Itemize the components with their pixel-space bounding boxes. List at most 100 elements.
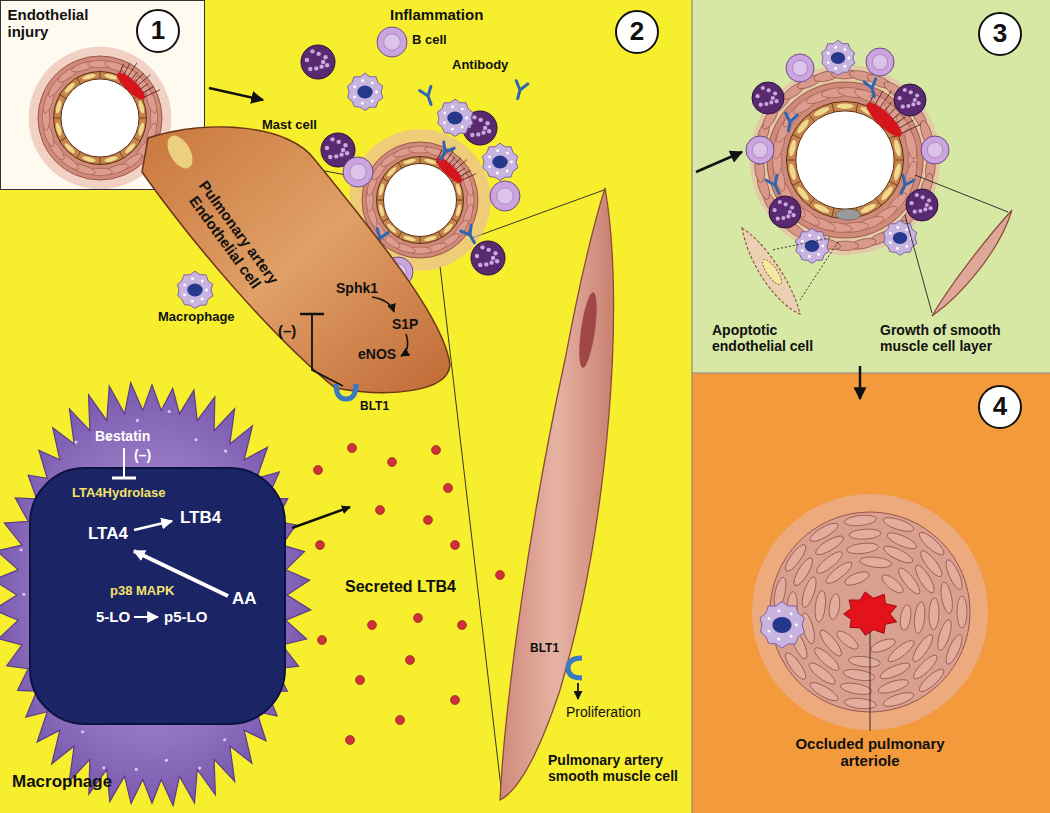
panel-caption: Growth of smooth muscle cell layer xyxy=(880,322,1040,354)
mast-cell xyxy=(475,254,479,258)
macrophage-cell-shape xyxy=(81,730,84,733)
mast-cell xyxy=(903,88,907,92)
ltb4-dots xyxy=(406,656,415,665)
macrophage-cell xyxy=(451,105,454,108)
macrophage-cell-shape xyxy=(224,450,227,453)
ltb4-dots xyxy=(451,696,460,705)
macrophage-cell xyxy=(801,249,804,252)
b-cell xyxy=(872,54,887,69)
text-holder: BLT1 xyxy=(530,642,559,656)
panel-caption: Apoptotic endothelial cell xyxy=(712,322,847,354)
b-cell xyxy=(343,157,373,187)
macrophage-nucleus: LTA4HydrolaseLTA4LTB4p38 MAPK5-LOp5-LOAA xyxy=(30,468,285,724)
panel-backgrounds xyxy=(691,0,692,813)
b-cell xyxy=(921,136,949,164)
macrophage-cell xyxy=(817,253,820,256)
macrophage-cell xyxy=(896,226,899,229)
mast-cell xyxy=(317,52,321,56)
text-holder: Bestatin xyxy=(95,428,150,444)
macrophage-nucleus-shape xyxy=(112,477,136,480)
mast-cell xyxy=(906,189,938,221)
macrophage-cell xyxy=(492,156,507,169)
occluded-vessel xyxy=(879,572,905,596)
b-cell xyxy=(350,164,367,181)
endothelial-cell-shape xyxy=(300,313,324,316)
macrophage-cell-shape xyxy=(168,410,171,413)
occluded-vessel xyxy=(939,581,955,614)
remodelled-vessel xyxy=(836,209,861,220)
mast-cell xyxy=(894,84,926,116)
occluded-vessel xyxy=(844,514,877,527)
mast-cell xyxy=(776,217,780,221)
mast-cell xyxy=(337,140,341,144)
text-holder: p5-LO xyxy=(164,608,207,625)
mast-cell xyxy=(916,101,920,105)
remodelled-vessel xyxy=(792,181,800,185)
mast-cell xyxy=(925,203,929,207)
endothelial-cell-shape xyxy=(162,131,197,172)
occluded-vessel xyxy=(913,601,927,634)
b-cell xyxy=(792,60,807,75)
macrophage-cell xyxy=(905,228,908,231)
text-holder: 1 xyxy=(138,11,178,51)
remodelled-vessel xyxy=(903,127,920,160)
cell-name: Pulmonary artery smooth muscle cell xyxy=(548,752,688,784)
mast-cell xyxy=(923,207,927,211)
mast-cell xyxy=(321,60,325,64)
injured-vessel xyxy=(60,95,66,99)
smooth-muscle-cell-shape xyxy=(568,658,582,678)
text-holder: B cell xyxy=(412,33,447,48)
mast-cell xyxy=(790,205,794,209)
mast-cell xyxy=(921,195,925,199)
macrophage-cell xyxy=(884,220,917,255)
mast-cell xyxy=(471,241,505,275)
ltb4-dots xyxy=(396,716,405,725)
macrophage-cell xyxy=(191,300,194,303)
macrophage-cell xyxy=(461,108,464,111)
occluded-vessel xyxy=(814,590,828,623)
enzyme-label: p38 MAPK xyxy=(110,584,174,599)
b-cell xyxy=(377,27,407,57)
macrophage-cell xyxy=(790,635,793,638)
b-cell xyxy=(490,181,520,211)
macrophage-cell xyxy=(827,52,830,55)
text-holder: S1P xyxy=(392,316,418,332)
macrophage-cell-shape xyxy=(194,438,197,441)
inflamed-vessel xyxy=(420,157,421,164)
mast-cell xyxy=(343,143,347,147)
macrophage-cell xyxy=(822,40,855,75)
inhibition-sign: (–) xyxy=(134,447,151,463)
callout-number: 2 xyxy=(630,17,644,47)
macrophage-cell xyxy=(821,245,824,248)
macrophage-cell xyxy=(889,232,892,235)
macrophage-cell-shape xyxy=(223,738,226,741)
inflamed-vessel xyxy=(382,178,388,181)
mast-cell xyxy=(769,196,801,228)
macrophage-cell xyxy=(353,86,356,89)
molecule-label: LTA4 xyxy=(88,524,128,544)
mast-cell xyxy=(769,196,801,228)
mast-cell xyxy=(773,208,777,212)
remodelled-vessel xyxy=(894,160,903,161)
ltb4-dots xyxy=(451,541,460,550)
macrophage-cell xyxy=(843,48,846,51)
mast-cell xyxy=(330,137,334,141)
panel-heading: Endothelial injury xyxy=(8,6,108,41)
macrophage-cell-shape xyxy=(19,548,22,551)
macrophage-cell-shape xyxy=(0,383,311,806)
mast-cell xyxy=(752,82,784,114)
occluded-vessel xyxy=(752,494,988,730)
occluded-vessel xyxy=(882,515,916,534)
mast-cell xyxy=(487,248,491,252)
ltb4-dots xyxy=(314,466,323,475)
occluded-vessel xyxy=(808,679,841,704)
mast-cell xyxy=(784,202,788,206)
mast-cell xyxy=(472,115,476,119)
text-holder: (–) xyxy=(134,447,151,463)
b-cell xyxy=(786,54,814,82)
macrophage-cell xyxy=(831,52,845,64)
endothelial-cell: Pulmonary artery Endothelial cellSphk1S1… xyxy=(135,120,455,405)
macrophage-cell-shape xyxy=(165,759,168,762)
b-cell xyxy=(927,142,942,157)
macrophage-cell xyxy=(760,601,804,648)
